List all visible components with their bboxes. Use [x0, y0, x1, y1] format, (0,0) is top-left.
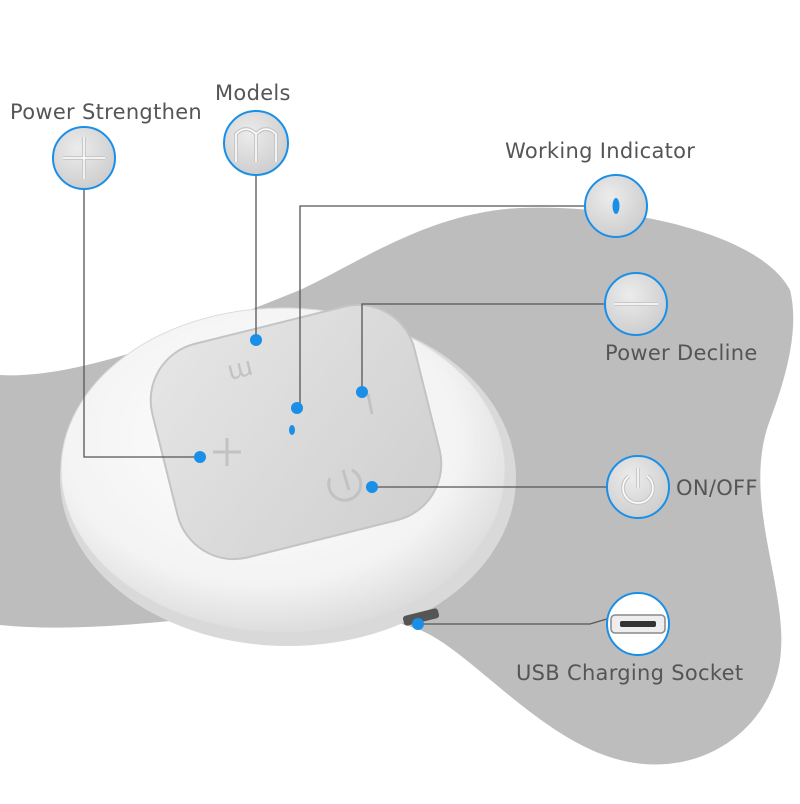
panel-power-glyph [327, 468, 363, 502]
usb-port [402, 608, 440, 626]
on-off-label: ON/OFF [676, 476, 758, 500]
working-indicator-label: Working Indicator [505, 139, 696, 163]
button-panel [149, 303, 443, 561]
usb-charging-socket-label: USB Charging Socket [516, 661, 744, 685]
led-icon [584, 174, 648, 238]
power-strengthen-label: Power Strengthen [10, 100, 203, 124]
plus-icon [52, 126, 116, 190]
power-icon [606, 455, 670, 519]
panel-plus-glyph [213, 438, 241, 466]
models-label: Models [215, 81, 291, 105]
minus-icon [604, 272, 668, 336]
m-icon [223, 110, 289, 176]
usb-port-icon [606, 592, 670, 656]
panel-led [289, 425, 295, 435]
pointer-dots [194, 334, 424, 630]
leader-lines [83, 176, 611, 625]
panel-minus-glyph [366, 393, 374, 415]
power-decline-label: Power Decline [605, 341, 758, 365]
